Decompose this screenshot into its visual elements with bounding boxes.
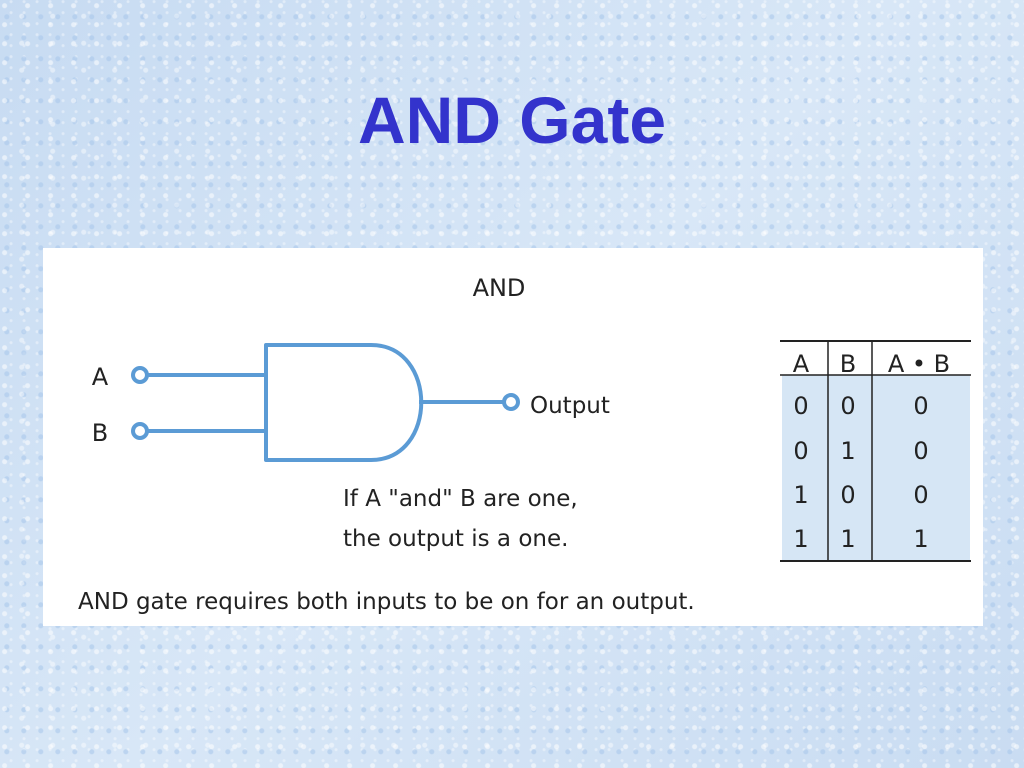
truth-table-header: A • B	[888, 350, 950, 378]
input-b-label: B	[92, 419, 108, 447]
and-gate-figure: AND A B Output If A "and" B are one, the…	[43, 248, 983, 626]
truth-table-cell: 1	[840, 525, 855, 553]
caption-line-1: If A "and" B are one,	[343, 486, 578, 512]
input-a-terminal	[131, 366, 149, 384]
output-label: Output	[530, 393, 610, 419]
truth-table-cell: 0	[913, 392, 928, 420]
truth-table-header: A	[793, 350, 810, 378]
truth-table-cell: 1	[913, 525, 928, 553]
truth-table-cell: 0	[840, 481, 855, 509]
truth-table-cell: 0	[840, 392, 855, 420]
slide-title: AND Gate	[357, 83, 667, 157]
input-b-terminal	[131, 422, 149, 440]
footer-statement: AND gate requires both inputs to be on f…	[78, 589, 695, 615]
truth-table-cell: 0	[913, 437, 928, 465]
output-terminal	[502, 393, 520, 411]
gate-label: AND	[473, 274, 526, 302]
truth-table-cell: 1	[793, 525, 808, 553]
truth-table-shading	[782, 375, 970, 561]
truth-table-cell: 1	[793, 481, 808, 509]
caption-line-2: the output is a one.	[343, 526, 568, 552]
truth-table: A B A • B 0 0 0 0 1 0 1 0 0 1 1 1	[780, 340, 971, 562]
and-gate-diagram: AND A B Output If A "and" B are one, the…	[78, 274, 971, 615]
and-gate-symbol	[264, 343, 424, 462]
truth-table-header: B	[840, 350, 856, 378]
truth-table-cell: 0	[913, 481, 928, 509]
truth-table-cell: 0	[793, 392, 808, 420]
truth-table-cell: 0	[793, 437, 808, 465]
truth-table-cell: 1	[840, 437, 855, 465]
input-a-label: A	[92, 363, 109, 391]
